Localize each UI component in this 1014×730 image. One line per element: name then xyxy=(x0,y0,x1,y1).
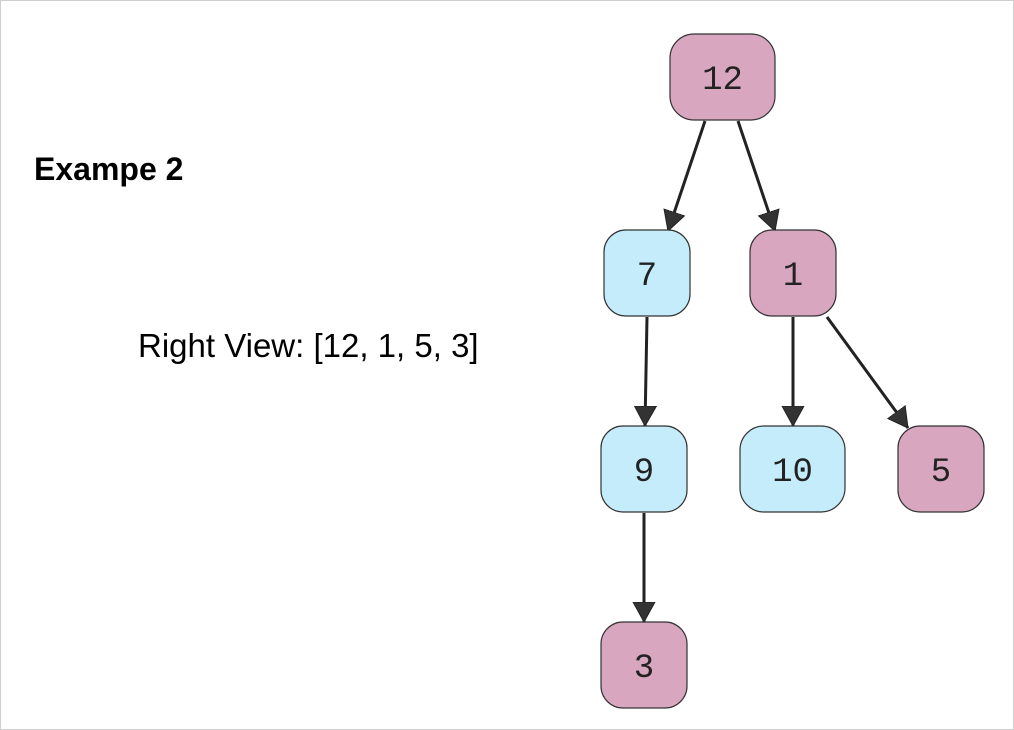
node-label: 1 xyxy=(783,258,803,296)
edge-12-7 xyxy=(668,120,707,231)
node-label: 10 xyxy=(772,454,813,492)
node-1: 1 xyxy=(749,229,837,317)
node-7: 7 xyxy=(603,229,691,317)
node-label: 12 xyxy=(702,62,743,100)
right-view-caption: Right View: [12, 1, 5, 3] xyxy=(138,327,479,364)
node-label: 7 xyxy=(637,258,657,296)
node-label: 3 xyxy=(634,650,654,688)
edge-12-1 xyxy=(736,120,775,231)
node-12: 12 xyxy=(669,33,776,121)
node-label: 9 xyxy=(634,454,654,492)
node-3: 3 xyxy=(600,621,688,709)
edges-layer xyxy=(644,120,910,622)
edge-1-5 xyxy=(825,316,910,429)
node-9: 9 xyxy=(600,425,688,513)
node-label: 5 xyxy=(931,454,951,492)
diagram-title: Exampe 2 xyxy=(34,151,184,187)
edge-7-9 xyxy=(645,316,647,426)
node-10: 10 xyxy=(739,425,846,513)
node-5: 5 xyxy=(897,425,985,513)
